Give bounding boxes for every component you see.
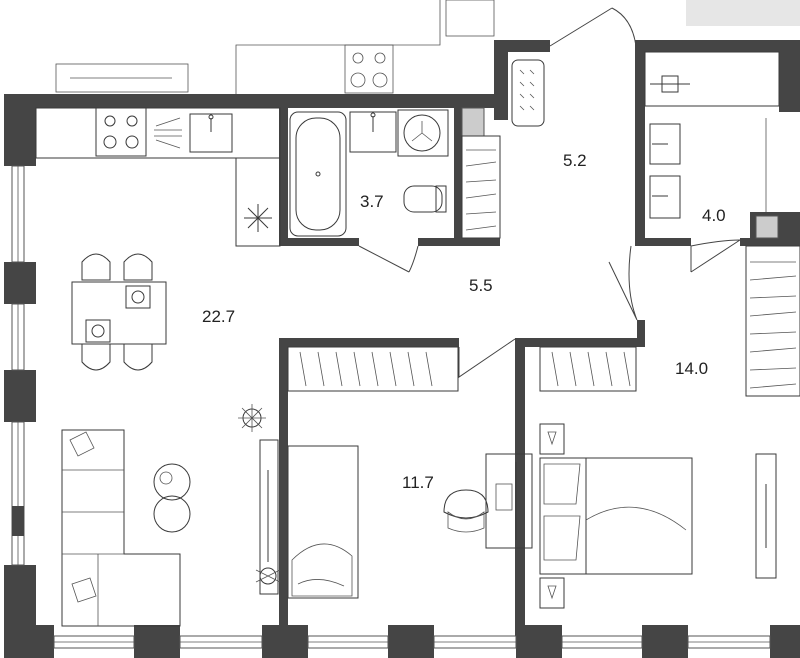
wall-corner-bottom-right: [770, 625, 800, 658]
wall-bath-bottom-left: [279, 238, 359, 246]
room-area-bedroom-small: 11.7: [402, 473, 434, 492]
chair-icon: [81, 253, 111, 281]
wall-bath-right: [454, 108, 462, 246]
wall-master-stub: [637, 320, 645, 347]
cushion: [69, 431, 95, 457]
chair-icon: [81, 343, 111, 371]
wc-sink-icon: [649, 175, 681, 219]
wall-entry-top: [494, 40, 550, 52]
place-setting: [85, 319, 111, 343]
place-setting: [125, 285, 151, 309]
chair-icon: [443, 489, 489, 519]
sofa-icon: [61, 429, 181, 627]
neighbour-wall-outline: [235, 0, 441, 95]
room-area-hall-upper: 5.2: [563, 151, 587, 170]
nightstand: [539, 423, 565, 455]
nightstand: [539, 577, 565, 609]
wall-pier-bottom-5: [642, 625, 688, 658]
room-area-bathroom: 3.7: [360, 192, 384, 211]
area-labels: 22.7 3.7 5.2 5.5 4.0 11.7 14.0: [202, 151, 726, 492]
wardrobe-hall: [461, 135, 501, 239]
snowflake-icon: [244, 204, 272, 232]
shaft-left: [461, 107, 485, 137]
wall-wc-bottom-left: [635, 238, 691, 246]
wardrobe: [461, 135, 501, 239]
neighbour-area: [55, 0, 800, 95]
door-icon: [458, 338, 516, 378]
doors: [358, 7, 741, 378]
dishwasher-icon: [154, 117, 182, 149]
chair-icon: [123, 253, 153, 281]
dining-table: [71, 281, 167, 345]
neighbour-sink-icon: [445, 0, 495, 37]
bathtub-icon: [289, 111, 347, 237]
kitchen-sink-icon: [189, 113, 233, 153]
shower-zone: [644, 51, 780, 107]
room-area-wc: 4.0: [702, 206, 726, 225]
wall-bedroom-top: [279, 338, 459, 347]
bedroom-small: [287, 346, 533, 599]
wall-wc-left: [635, 40, 645, 246]
wc-sink-icon: [649, 123, 681, 165]
wall-master-left: [515, 338, 525, 638]
room-area-corridor: 5.5: [469, 276, 493, 295]
toilet-icon: [403, 185, 443, 213]
wall-wc-top: [635, 40, 800, 52]
windows: [11, 165, 771, 649]
desk: [485, 453, 533, 549]
bed-icon: [287, 445, 359, 599]
door-icon: [549, 7, 637, 47]
door-icon: [608, 245, 638, 321]
washing-machine-icon: [397, 109, 449, 157]
wall-entry-left: [494, 40, 508, 120]
bathroom: [289, 109, 449, 237]
window-frame-handle: [12, 506, 24, 536]
kitchen-counter-corner: [235, 157, 281, 247]
living-area: [61, 404, 281, 627]
stove-icon: [95, 107, 147, 157]
bed-icon: [539, 457, 693, 575]
walls: [4, 40, 800, 658]
wall-pier-bottom-3: [388, 625, 434, 658]
wardrobe-master-closet: [745, 245, 800, 397]
wall-top: [4, 94, 500, 108]
corner-block: [686, 0, 800, 26]
tv-stand: [259, 439, 279, 595]
room-area-bedroom-master: 14.0: [675, 359, 708, 378]
cushion: [71, 577, 97, 603]
shoe-rack: [511, 59, 545, 127]
dining-set: [71, 253, 167, 371]
wall-right-upper: [779, 52, 800, 112]
shaft-right: [755, 215, 779, 239]
wall-left-upper: [4, 94, 36, 166]
wall-pier-2: [4, 370, 36, 422]
wardrobe: [539, 346, 637, 392]
wall-bedroom-left: [279, 338, 288, 638]
plant-icon: [255, 567, 281, 585]
tv-stand: [755, 453, 777, 579]
wall-master-top: [515, 338, 645, 347]
wall-bath-left: [279, 108, 288, 246]
chair-icon: [123, 343, 153, 371]
room-area-living-kitchen: 22.7: [202, 307, 235, 326]
wardrobe: [287, 346, 459, 392]
wall-corner-bottom-left: [4, 625, 54, 658]
neighbour-stove-icon: [344, 44, 394, 94]
kitchen: [35, 107, 281, 247]
coffee-table: [153, 463, 191, 501]
wall-pier-1: [4, 262, 36, 304]
kitchen-counter: [35, 107, 281, 159]
door-icon: [358, 245, 419, 273]
neighbour-counter: [55, 63, 189, 93]
wc: [644, 51, 780, 219]
bath-sink-icon: [349, 111, 397, 153]
wall-pier-bottom-1: [134, 625, 180, 658]
bedroom-master: [539, 346, 777, 609]
door-icon: [690, 239, 741, 273]
plant-icon: [238, 404, 266, 432]
